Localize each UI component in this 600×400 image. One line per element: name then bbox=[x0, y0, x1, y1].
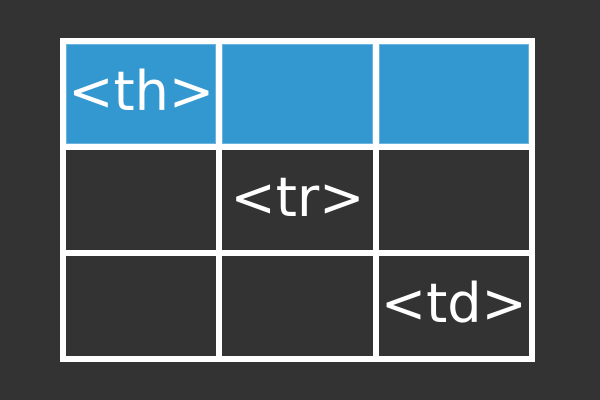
html-table-diagram: <th> <tr> <td> bbox=[60, 38, 535, 362]
table-cell-r0c1 bbox=[222, 44, 373, 144]
tr-tag-label: <tr> bbox=[230, 166, 365, 229]
table-cell-r1c0 bbox=[66, 150, 217, 250]
table-cell-r0c2 bbox=[378, 44, 529, 144]
table-cell-r2c1 bbox=[222, 256, 373, 356]
table-cell-r2c2-td: <td> bbox=[378, 256, 529, 356]
table-cell-r1c1-tr: <tr> bbox=[222, 150, 373, 250]
td-tag-label: <td> bbox=[380, 272, 527, 335]
table-cell-r2c0 bbox=[66, 256, 217, 356]
table-cell-r1c2 bbox=[378, 150, 529, 250]
th-tag-label: <th> bbox=[68, 60, 215, 123]
table-cell-r0c0-th: <th> bbox=[66, 44, 217, 144]
